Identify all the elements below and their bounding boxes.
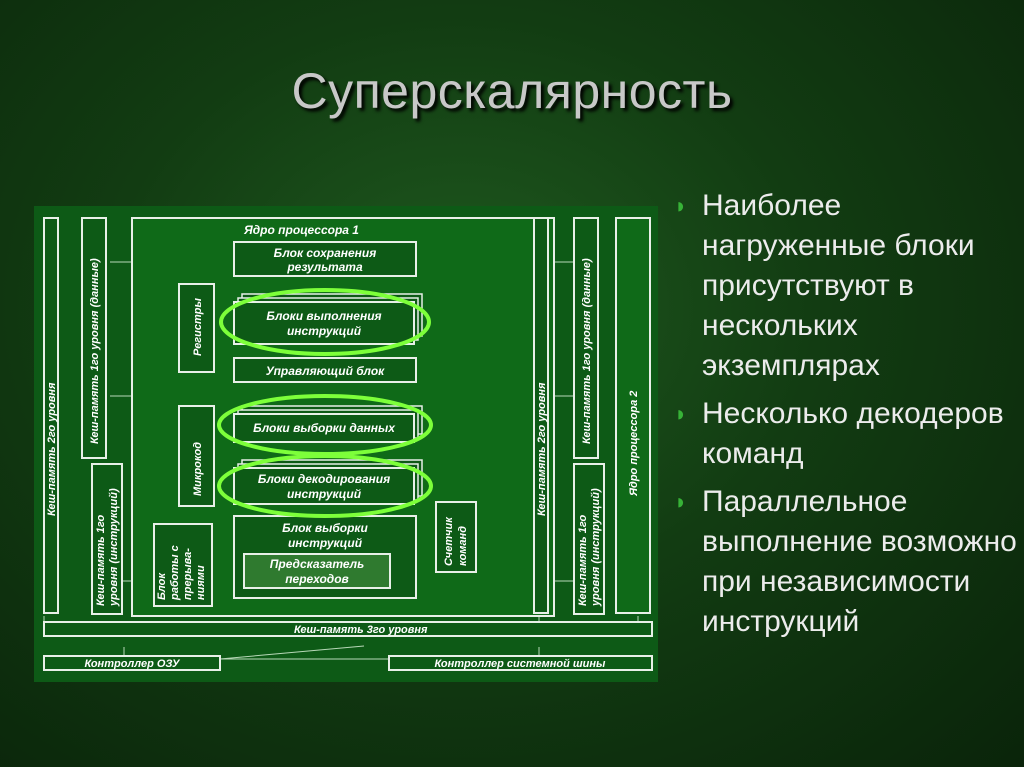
- exec-blocks: [233, 293, 423, 345]
- l1-cache-instr-right: [573, 463, 605, 615]
- fetch-data-blocks: [233, 405, 423, 443]
- interrupt-label-1: Блок: [156, 572, 168, 600]
- command-counter-label-1: Счетчик: [443, 516, 455, 566]
- branch-predictor-block: [243, 553, 391, 589]
- bullet-item: ◗ Наиболее нагруженные блоки присутствую…: [668, 186, 1018, 386]
- l1-cache-instr-right-label-2: уровня (инструкций): [590, 488, 602, 607]
- l1-cache-data-left-label: Кеш-память 1го уровня (данные): [89, 258, 101, 444]
- l2-cache-right: [533, 217, 549, 614]
- registers-block: [178, 283, 215, 373]
- branch-predictor-label-1: Предсказатель: [270, 557, 365, 571]
- interrupt-label-4: ниями: [195, 565, 207, 600]
- fetch-data-blocks-label: Блоки выборки данных: [253, 421, 396, 435]
- l1-cache-instr-right-label-1: Кеш-память 1го: [577, 515, 589, 606]
- interrupt-label-3: прерыва-: [182, 548, 194, 600]
- registers-label: Регистры: [192, 297, 204, 356]
- l3-cache: [43, 621, 653, 637]
- cpu-diagram: Кеш-память 2го уровня Кеш-память 1го уро…: [34, 206, 658, 682]
- l1-cache-data-right-label: Кеш-память 1го уровня (данные): [581, 258, 593, 444]
- save-block: [233, 241, 417, 277]
- bullet-text: Несколько декодеров команд: [702, 397, 1004, 470]
- command-counter-label-2: команд: [457, 526, 469, 566]
- fetch-instr-label-1: Блок выборки: [282, 521, 368, 535]
- interrupt-block: [153, 523, 213, 607]
- l3-cache-label: Кеш-память 3го уровня: [294, 624, 428, 636]
- l1-cache-instr-left: [91, 463, 123, 615]
- fetch-instr-label-2: инструкций: [288, 536, 363, 550]
- interrupt-label-2: работы с: [169, 545, 181, 601]
- l2-cache-right-label: Кеш-память 2го уровня: [536, 382, 548, 516]
- bullet-text: Параллельное выполнение возможно при нез…: [702, 485, 1017, 638]
- bus-controller: [388, 655, 653, 671]
- bullet-item: ◗ Параллельное выполнение возможно при н…: [668, 482, 1018, 642]
- save-block-label-2: результата: [286, 260, 363, 274]
- highlight-exec-ellipse: [219, 288, 431, 356]
- core-2-label: Ядро процессора 2: [628, 391, 640, 497]
- bullet-icon: ◗: [674, 193, 688, 218]
- exec-blocks-label-1: Блоки выполнения: [266, 309, 381, 323]
- microcode-block: [178, 405, 215, 507]
- decode-blocks: [233, 459, 423, 505]
- bus-controller-label: Контроллер системной шины: [435, 658, 606, 670]
- ram-controller-label: Контроллер ОЗУ: [84, 658, 181, 670]
- control-block: [233, 357, 417, 383]
- bullet-text: Наиболее нагруженные блоки присутствуют …: [702, 189, 975, 382]
- l1-cache-data-left: [81, 217, 107, 459]
- highlight-decode-ellipse: [217, 454, 433, 518]
- microcode-label: Микрокод: [192, 442, 204, 496]
- core-2: [615, 217, 651, 614]
- slide-title: Суперскалярность: [291, 63, 733, 119]
- ram-controller: [43, 655, 221, 671]
- l1-cache-instr-left-label-1: Кеш-память 1го: [95, 515, 107, 606]
- l2-cache-left-label: Кеш-память 2го уровня: [46, 382, 58, 516]
- l2-cache-left: [43, 217, 59, 614]
- core-1-label: Ядро процессора 1: [243, 223, 359, 237]
- l1-cache-data-right: [573, 217, 599, 459]
- decode-blocks-label-2: инструкций: [287, 487, 362, 501]
- l1-cache-instr-left-label-2: уровня (инструкций): [108, 488, 120, 607]
- exec-blocks-label-2: инструкций: [287, 324, 362, 338]
- bullet-icon: ◗: [674, 401, 688, 426]
- bullet-item: ◗ Несколько декодеров команд: [668, 394, 1018, 474]
- branch-predictor-label-2: переходов: [285, 572, 349, 586]
- decode-blocks-label-1: Блоки декодирования: [258, 472, 390, 486]
- save-block-label-1: Блок сохранения: [274, 246, 377, 260]
- bullet-list: ◗ Наиболее нагруженные блоки присутствую…: [668, 186, 1018, 650]
- bullet-icon: ◗: [674, 489, 688, 514]
- control-block-label: Управляющий блок: [266, 364, 385, 378]
- command-counter-block: [435, 501, 477, 573]
